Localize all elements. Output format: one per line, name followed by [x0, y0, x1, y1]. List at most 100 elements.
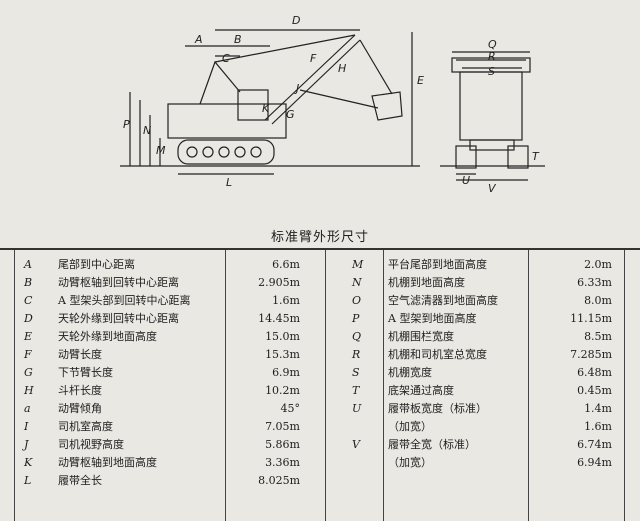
dimension-description: 平台尾部到地面高度	[388, 258, 487, 271]
svg-text:G: G	[286, 108, 295, 121]
table-rule	[383, 250, 384, 521]
dimension-value: 8.0m	[584, 294, 612, 307]
dimension-value: 0.45m	[577, 384, 612, 397]
dimension-description: 动臂枢轴到地面高度	[58, 456, 157, 469]
dimension-symbol: J	[24, 438, 29, 451]
dimension-value: 6.74m	[577, 438, 612, 451]
dimension-value: 6.9m	[272, 366, 300, 379]
end-view-track-left	[455, 145, 477, 169]
dimension-value: 15.3m	[265, 348, 300, 361]
dimension-description: 尾部到中心距离	[58, 258, 135, 271]
excavator-dimension-drawing: A B C D E F G H J K L M N P Q R S T U V	[120, 14, 545, 195]
dimension-symbol: Q	[352, 330, 362, 343]
dimension-description: 斗杆长度	[58, 384, 102, 397]
dimension-symbol: O	[352, 294, 362, 307]
dimension-value: 2.905m	[258, 276, 300, 289]
dimension-value: 6.33m	[577, 276, 612, 289]
track-rollers	[186, 146, 262, 158]
dimension-value: 10.2m	[265, 384, 300, 397]
machinery-house	[167, 103, 287, 139]
dimension-value: 7.285m	[570, 348, 612, 361]
dimension-symbol: G	[24, 366, 33, 379]
dimension-symbol: E	[24, 330, 33, 343]
dimension-symbol: I	[24, 420, 29, 433]
dimension-symbol: U	[352, 402, 362, 415]
dimension-letters: A B C D E F G H J K L M N P Q R S T U V	[123, 14, 540, 195]
dimension-description: 动臂倾角	[58, 402, 102, 415]
dimension-value: 1.6m	[584, 420, 612, 433]
dimension-value: 6.6m	[272, 258, 300, 271]
boom	[264, 34, 356, 121]
svg-text:B: B	[234, 33, 242, 46]
dimension-description: 动臂长度	[58, 348, 102, 361]
dimension-symbol: F	[24, 348, 32, 361]
dimension-symbol: S	[352, 366, 360, 379]
dimension-description: 履带全长	[58, 474, 102, 487]
dimension-value: 15.0m	[265, 330, 300, 343]
dimension-description: 天轮外缘到地面高度	[58, 330, 157, 343]
a-frame	[199, 60, 241, 105]
svg-text:H: H	[338, 62, 346, 75]
svg-text:L: L	[226, 176, 232, 189]
bucket	[371, 91, 403, 121]
dimension-value: 6.48m	[577, 366, 612, 379]
svg-text:Q: Q	[488, 38, 497, 51]
table-rule	[225, 250, 226, 521]
dimension-value: 7.05m	[265, 420, 300, 433]
dimension-symbol: A	[24, 258, 32, 271]
dimension-description: 机棚围栏宽度	[388, 330, 454, 343]
dimension-symbol: T	[352, 384, 360, 397]
dimension-value: 1.6m	[272, 294, 300, 307]
crawler-track	[177, 139, 275, 165]
dimension-description: 机棚到地面高度	[388, 276, 465, 289]
dimension-symbol: a	[24, 402, 31, 415]
dimension-symbol: V	[352, 438, 360, 451]
dimension-description: 司机视野高度	[58, 438, 124, 451]
dimension-value: 11.15m	[570, 312, 612, 325]
dimension-symbol: L	[24, 474, 32, 487]
svg-text:R: R	[488, 50, 496, 63]
dimension-description: 履带全宽（标准）	[388, 438, 476, 451]
svg-text:P: P	[123, 118, 130, 131]
svg-text:C: C	[222, 52, 230, 65]
dimension-description: A 型架到地面高度	[388, 312, 477, 325]
table-rule	[528, 250, 529, 521]
end-view-house	[459, 71, 523, 141]
boom-suspension	[214, 34, 356, 63]
svg-text:M: M	[156, 144, 166, 157]
svg-text:D: D	[292, 14, 300, 27]
svg-text:T: T	[532, 150, 540, 163]
svg-text:A: A	[194, 33, 203, 46]
svg-text:E: E	[417, 74, 424, 87]
svg-text:V: V	[488, 182, 497, 195]
dimension-description: 机棚宽度	[388, 366, 432, 379]
dimension-symbol: B	[24, 276, 33, 289]
svg-text:S: S	[488, 65, 495, 78]
svg-text:K: K	[262, 102, 270, 115]
dimension-value: 2.0m	[584, 258, 612, 271]
operator-cab	[237, 89, 269, 121]
dimension-description: （加宽）	[388, 420, 432, 433]
dimension-symbol: R	[352, 348, 361, 361]
dimension-description: 司机室高度	[58, 420, 113, 433]
dimension-description: 下节臂长度	[58, 366, 113, 379]
dimension-description: 履带板宽度（标准）	[388, 402, 487, 415]
dimension-symbol: N	[352, 276, 362, 289]
dimension-symbol: C	[24, 294, 33, 307]
dimension-description: 动臂枢轴到回转中心距离	[58, 276, 179, 289]
dimension-value: 3.36m	[265, 456, 300, 469]
end-view-track-right	[507, 145, 529, 169]
dimension-description: A 型架头部到回转中心距离	[58, 294, 191, 307]
dimension-description: 天轮外缘到回转中心距离	[58, 312, 179, 325]
table-rule	[14, 250, 15, 521]
table-rule	[325, 250, 326, 521]
table-rule	[624, 250, 625, 521]
dimension-value: 14.45m	[258, 312, 300, 325]
svg-text:F: F	[310, 52, 317, 65]
dimension-symbol: K	[24, 456, 33, 469]
svg-text:U: U	[462, 174, 470, 187]
dimension-symbol: P	[352, 312, 360, 325]
svg-text:N: N	[143, 124, 151, 137]
dimension-value: 8.025m	[258, 474, 300, 487]
